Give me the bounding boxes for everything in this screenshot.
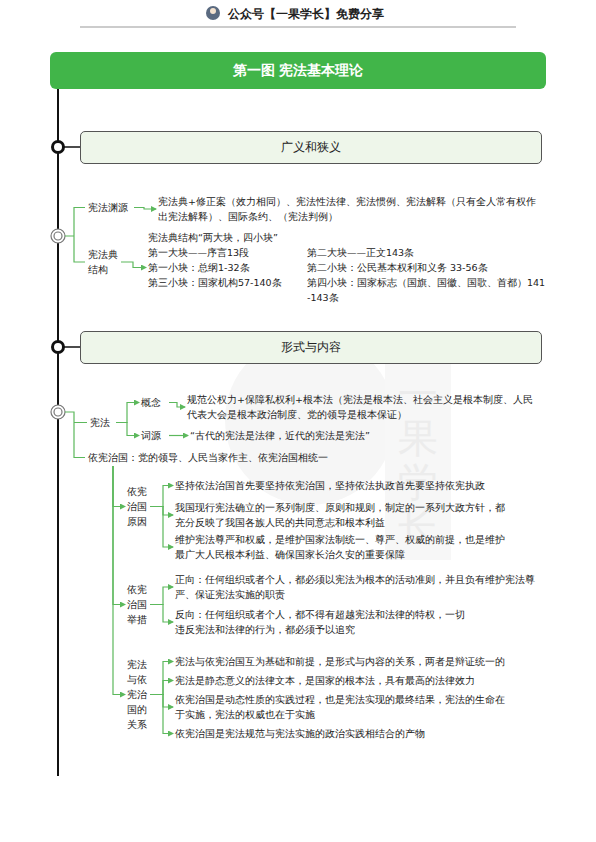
branch-connector xyxy=(150,507,173,548)
title-text: 第一图 宪法基本理论 xyxy=(233,62,364,80)
node-text: 第一小块：总纲1-32条 xyxy=(148,260,307,275)
node-text: 词源 xyxy=(141,428,167,443)
branch-connector xyxy=(134,208,156,210)
topic-text: 规范公权力+保障私权利+根本法（宪法是根本法、社会主义是根本制度、人民代表大会是… xyxy=(187,392,537,422)
node-text: 第二小块：公民基本权利和义务 33-56条 xyxy=(307,260,548,275)
branch-connector xyxy=(150,605,173,623)
topic-text: 宪法典结构 xyxy=(88,247,119,277)
watermark-panel xyxy=(385,360,451,560)
topic-text: 反向：任何组织或者个人，都不得有超越宪法和法律的特权，一切违反宪法和法律的行为，… xyxy=(175,607,465,637)
node-text: 宪法与依宪治国的关系 xyxy=(127,657,148,732)
node-text: 第三小块：国家机构57-140条 xyxy=(148,275,307,305)
topic-text: 宪法与依宪治国的关系 xyxy=(127,657,148,732)
node-text: 我国现行宪法确立的一系列制度、原则和规则，制定的一系列大政方针，都充分反映了我国… xyxy=(175,500,510,530)
node-text: 依宪治国：党的领导、人民当家作主、依宪治国相统一 xyxy=(88,450,388,465)
topic-text: 宪法渊源 xyxy=(88,200,132,215)
node-text: 规范公权力+保障私权利+根本法（宪法是根本法、社会主义是根本制度、人民代表大会是… xyxy=(187,392,537,422)
title-banner: 第一图 宪法基本理论 xyxy=(50,52,546,89)
branch-connector xyxy=(150,507,173,516)
topic-text: 依宪治国举措 xyxy=(127,582,148,627)
node-text: 宪法与依宪治国互为基础和前提，是形式与内容的关系，两者是辩证统一的 xyxy=(175,654,537,669)
branch-line xyxy=(65,412,87,458)
node-text: 坚持依法治国首先要坚持依宪治国，坚持依法执政首先要坚持依宪执政 xyxy=(175,478,537,493)
branch-connector xyxy=(113,466,125,507)
topic-text: 依宪治国是动态性质的实践过程，也是宪法实现的最终结果，宪法的生命在于实施，宪法的… xyxy=(175,692,505,722)
branch-connector xyxy=(113,466,125,695)
branch-connector xyxy=(113,466,125,605)
node-text: 宪法是静态意义的法律文本，是国家的根本法，具有最高的法律效力 xyxy=(175,673,537,688)
node-text: 概念 xyxy=(141,395,167,410)
topic-text: 坚持依法治国首先要坚持依宪治国，坚持依法执政首先要坚持依宪执政 xyxy=(175,478,537,493)
topic-text: 宪法典+修正案（效力相同）、宪法性法律、宪法惯例、宪法解释（只有全人常有权作出宪… xyxy=(158,194,538,224)
branch-connector xyxy=(169,435,188,436)
section-dot xyxy=(53,142,64,153)
topic-text: 正向：任何组织或者个人，都必须以宪法为根本的活动准则，并且负有维护宪法尊严、保证… xyxy=(175,572,537,602)
node-text: 第二大块——正文143条 xyxy=(307,245,548,260)
main-timeline xyxy=(57,89,59,776)
branch-line xyxy=(65,208,85,263)
topic-text: 概念 xyxy=(141,395,167,410)
node-text: 依宪治国是动态性质的实践过程，也是宪法实现的最终结果，宪法的生命在于实施，宪法的… xyxy=(175,692,505,722)
avatar-face xyxy=(210,8,216,14)
node-text: 宪法典+修正案（效力相同）、宪法性法律、宪法惯例、宪法解释（只有全人常有权作出宪… xyxy=(158,194,538,224)
node-text: 宪法渊源 xyxy=(88,200,132,215)
branch-ring-inner xyxy=(54,408,62,416)
branch-connector xyxy=(150,587,173,605)
node-text: 正向：任何组织或者个人，都必须以宪法为根本的活动准则，并且负有维护宪法尊严、保证… xyxy=(175,572,537,602)
topic-text: 我国现行宪法确立的一系列制度、原则和规则，制定的一系列大政方针，都充分反映了我国… xyxy=(175,500,510,530)
branch-connector xyxy=(150,681,173,695)
node-text: 第一大块——序言13段 xyxy=(148,245,307,260)
branch-ring xyxy=(51,405,65,419)
branch-connector xyxy=(116,403,139,423)
branch-connector xyxy=(169,403,185,408)
branch-ring-inner xyxy=(54,232,62,240)
branch-connector xyxy=(150,662,173,695)
section-tick xyxy=(64,146,80,148)
branch-connector xyxy=(150,695,173,708)
avatar-icon xyxy=(206,6,220,20)
section-header: 形式与内容 xyxy=(80,331,542,364)
branch-connector xyxy=(116,423,139,436)
header-note: 公众号【一果学长】免费分享 xyxy=(228,6,384,23)
topic-text: 词源 xyxy=(141,428,167,443)
topic-text: 依宪治国是宪法规范与宪法实施的政治实践相结合的产物 xyxy=(175,726,537,741)
node-text: “古代的宪法是法律，近代的宪法是宪法” xyxy=(190,428,490,443)
node-text: 宪法典结构 xyxy=(88,247,119,277)
header-rule xyxy=(80,27,516,28)
section-tick xyxy=(64,346,80,348)
section-header: 广义和狭义 xyxy=(80,131,542,164)
section-dot xyxy=(53,342,64,353)
node-text: 依宪治国是宪法规范与宪法实施的政治实践相结合的产物 xyxy=(175,726,537,741)
node-text: 维护宪法尊严和权威，是维护国家法制统一、尊严、权威的前提，也是维护最广大人民根本… xyxy=(175,532,510,562)
node-text: 依宪治国举措 xyxy=(127,582,148,627)
topic-text: 宪法与依宪治国互为基础和前提，是形式与内容的关系，两者是辩证统一的 xyxy=(175,654,537,669)
topic-text: 依宪治国原因 xyxy=(127,484,148,529)
topic-text: 依宪治国：党的领导、人民当家作主、依宪治国相统一 xyxy=(88,450,388,465)
node-text: 依宪治国原因 xyxy=(127,484,148,529)
branch-connector xyxy=(121,262,146,268)
topic-text: “古代的宪法是法律，近代的宪法是宪法” xyxy=(190,428,490,443)
topic-text: 宪法是静态意义的法律文本，是国家的根本法，具有最高的法律效力 xyxy=(175,673,537,688)
topic-text: 宪法 xyxy=(90,415,114,430)
node-text: 宪法典结构“两大块，四小块” xyxy=(148,230,548,245)
node-text: 广义和狭义 xyxy=(87,140,535,155)
branch-connector xyxy=(150,486,173,507)
topic-text: 宪法典结构“两大块，四小块”第一大块——序言13段第二大块——正文143条第一小… xyxy=(148,230,548,305)
node-text: 第四小块：国家标志（国旗、国徽、国歌、首都）141-143条 xyxy=(307,275,548,305)
node-text: 反向：任何组织或者个人，都不得有超越宪法和法律的特权，一切违反宪法和法律的行为，… xyxy=(175,607,465,637)
topic-text: 维护宪法尊严和权威，是维护国家法制统一、尊严、权威的前提，也是维护最广大人民根本… xyxy=(175,532,510,562)
branch-ring xyxy=(51,229,65,243)
node-text: 宪法 xyxy=(90,415,114,430)
branch-connector xyxy=(150,695,173,734)
node-text: 形式与内容 xyxy=(87,340,535,355)
